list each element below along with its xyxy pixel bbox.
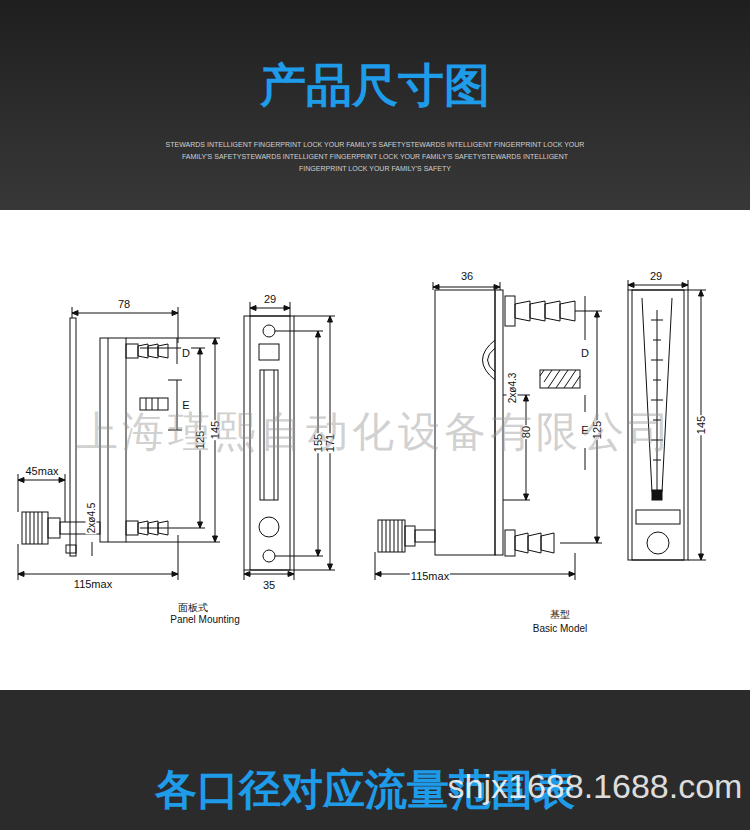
view-title: Panel Mounting	[170, 614, 240, 625]
view-title: 基型	[550, 609, 570, 620]
view-title: Basic Model	[533, 623, 587, 634]
dimension: 35	[263, 579, 275, 591]
hole-dimension: 2xø4.5	[86, 502, 97, 535]
dimension-letter: D	[580, 347, 590, 359]
hole-dimension: 2xø4.3	[507, 372, 518, 405]
dimension: 29	[650, 270, 662, 282]
view-title: 面板式	[178, 602, 208, 613]
dimension: 45max	[25, 465, 58, 477]
page-title: 产品尺寸图	[260, 60, 490, 111]
dimension: 115max	[410, 570, 450, 582]
dimension: 145	[695, 415, 707, 435]
dimension: 78	[117, 298, 131, 310]
slogan-text: STEWARDS INTELLIGENT FINGERPRINT LOCK YO…	[160, 139, 590, 175]
dimension: 36	[461, 270, 473, 282]
watermark: 上海瑾熙自动化设备有限公司	[76, 409, 674, 455]
dimension: 115max	[74, 578, 112, 590]
watermark: shjx1688.1688.com	[448, 768, 743, 805]
dimension: 29	[264, 293, 276, 305]
dimension-letter: D	[181, 347, 191, 359]
